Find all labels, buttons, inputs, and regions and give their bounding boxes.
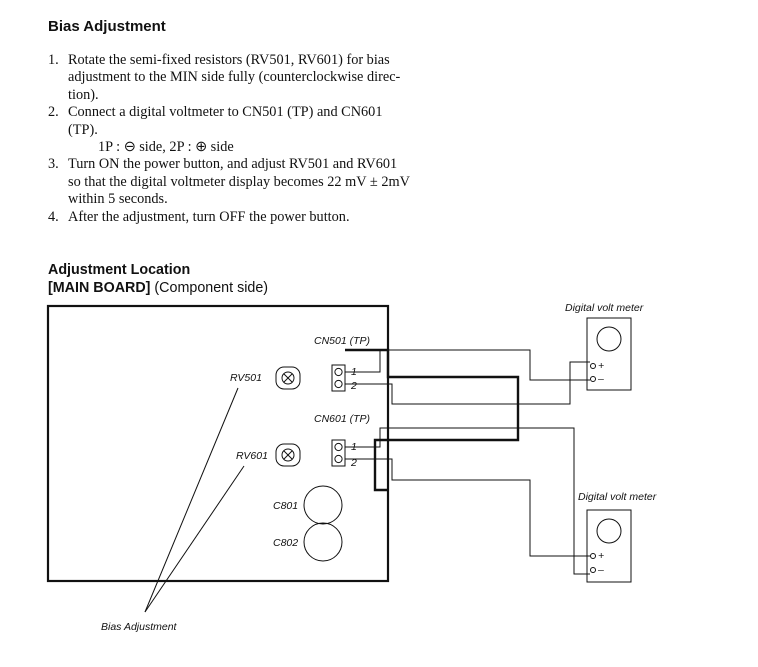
step-1: 1. Rotate the semi-fixed resistors (RV50… [48, 52, 413, 104]
c801-capacitor: C801 [273, 485, 343, 525]
step-polarity-note: 1P : ⊖ side, 2P : ⊕ side [98, 139, 234, 156]
adjustment-location-title: Adjustment Location [48, 262, 191, 278]
step-2: 2. Connect a digital voltmeter to CN501 … [48, 104, 413, 156]
digital-volt-meter-1: Digital volt meter + – [565, 302, 644, 391]
meter-2-plus-terminal [590, 553, 596, 559]
cn501-pin1 [334, 367, 343, 377]
cn501-pin2 [334, 379, 343, 389]
bias-adjustment-label: Bias Adjustment [101, 621, 178, 633]
main-board-outline [46, 304, 390, 583]
pointer-line-rv501 [144, 387, 239, 613]
c802-capacitor: C802 [273, 522, 343, 562]
meter-1-dial-icon [596, 326, 622, 352]
meter-1-label: Digital volt meter [565, 302, 644, 314]
step-number: 4. [48, 208, 59, 225]
rv601-resistor: RV601 [236, 443, 301, 467]
rv501-knob-icon [281, 371, 295, 385]
board-side: (Component side) [150, 280, 269, 296]
lead-pin1-path [345, 348, 520, 492]
meter-1-minus-label: – [597, 373, 604, 385]
meter-1-minus-terminal [590, 376, 596, 382]
wire-cn501-pin1 [345, 349, 590, 381]
meter-1-plus-terminal [590, 363, 596, 369]
step-text: Turn ON the power button, and adjust RV5… [68, 156, 410, 208]
step-4: 4. After the adjustment, turn OFF the po… [48, 209, 413, 226]
meter-1-plus-label: + [598, 360, 604, 372]
c802-label: C802 [273, 537, 298, 549]
cn501-housing [331, 364, 346, 392]
bias-steps-list: 1. Rotate the semi-fixed resistors (RV50… [48, 52, 413, 226]
wire-cn501-pin2 [345, 361, 590, 405]
c802-body [303, 522, 343, 562]
rv601-cross-line-b [283, 450, 293, 460]
rv601-label: RV601 [236, 450, 268, 462]
meter-2-minus-label: – [597, 564, 604, 576]
rv501-resistor: RV501 [230, 366, 301, 390]
cn601-pin2 [334, 454, 343, 464]
cn601-connector: CN601 (TP) 1 2 [314, 413, 370, 469]
cn501-label: CN501 (TP) [314, 335, 370, 347]
bias-adjustment-pointer: Bias Adjustment [101, 387, 245, 633]
meter-2-plus-label: + [598, 550, 604, 562]
rv601-knob-icon [281, 448, 295, 462]
step-number: 1. [48, 52, 59, 68]
rv501-body [275, 366, 301, 390]
meter-2-dial-icon [596, 518, 622, 544]
pointer-line-rv601 [144, 465, 245, 613]
step-text: After the adjustment, turn OFF the power… [68, 208, 350, 225]
cn601-label: CN601 (TP) [314, 413, 370, 425]
step-text: Rotate the semi-fixed resistors (RV501, … [68, 52, 401, 103]
cn601-pin2-label: 2 [350, 457, 357, 469]
board-name: [MAIN BOARD] [48, 280, 151, 296]
meter-2-body [586, 509, 632, 583]
rv501-cross-line-b [283, 373, 293, 383]
rv601-body [275, 443, 301, 467]
board-caption: [MAIN BOARD] (Component side) [48, 280, 268, 296]
step-number: 2. [48, 104, 59, 121]
step-3: 3. Turn ON the power button, and adjust … [48, 156, 413, 208]
meter-2-minus-terminal [590, 567, 596, 573]
step-number: 3. [48, 156, 59, 173]
c801-body [303, 485, 343, 525]
c801-label: C801 [273, 500, 298, 512]
meter-2-label: Digital volt meter [578, 491, 657, 503]
cn501-pin2-label: 2 [350, 380, 357, 392]
cn601-housing [331, 439, 346, 467]
meter-1-body [586, 317, 632, 391]
digital-volt-meter-2: Digital volt meter + – [578, 491, 657, 583]
wire-cn601-pin2 [345, 427, 590, 575]
step-text: Connect a digital voltmeter to CN501 (TP… [68, 104, 383, 138]
cn501-connector: CN501 (TP) 1 2 [314, 335, 370, 392]
rv501-label: RV501 [230, 372, 262, 384]
wire-cn601-pin1 [345, 458, 590, 557]
bias-adjustment-title: Bias Adjustment [48, 18, 166, 35]
cn601-pin1 [334, 442, 343, 452]
